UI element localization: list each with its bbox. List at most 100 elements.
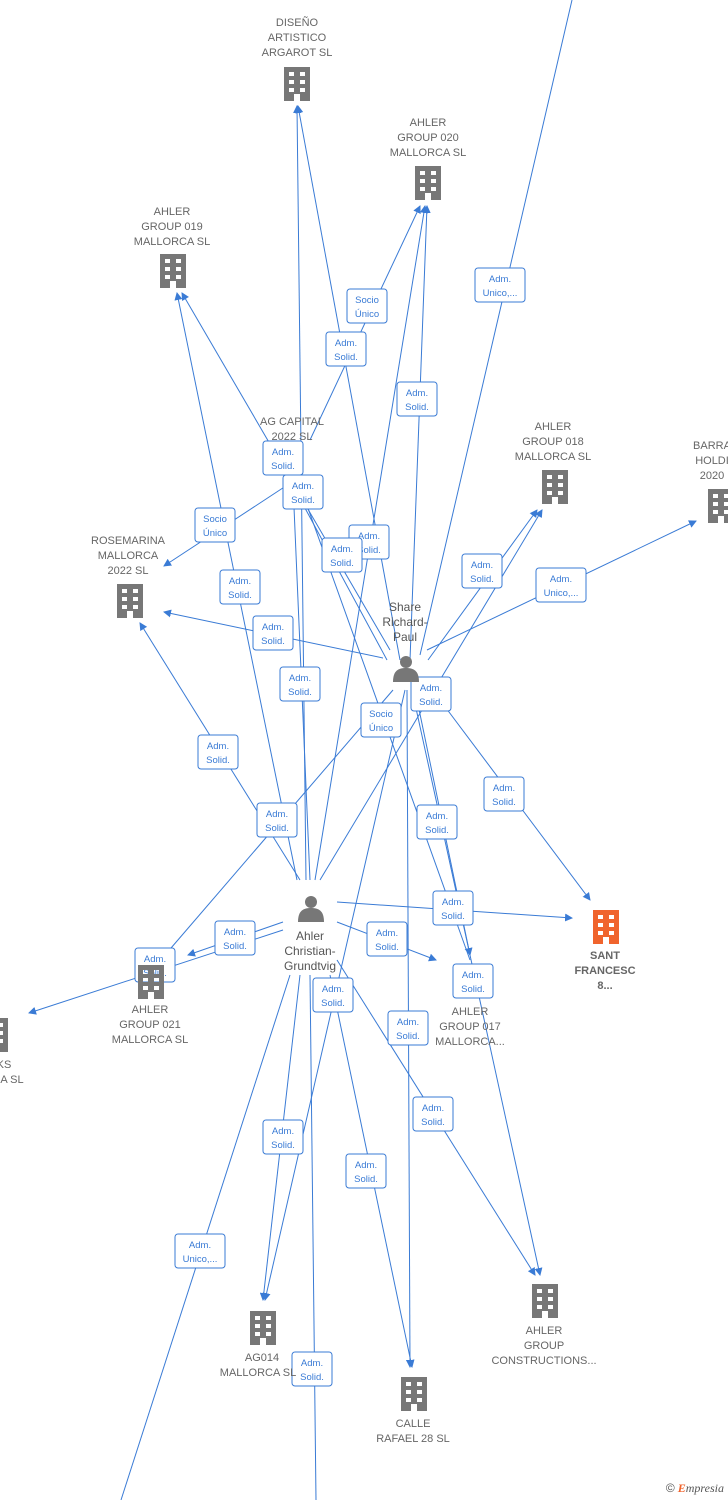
company-node-ks[interactable]: KS CA SL — [0, 1018, 24, 1086]
svg-text:Adm.: Adm. — [229, 576, 251, 587]
svg-text:Adm.: Adm. — [207, 741, 229, 752]
company-node-ahler-group-021[interactable]: AHLER GROUP 021 MALLORCA SL — [112, 965, 188, 1046]
svg-text:Solid.: Solid. — [405, 402, 429, 413]
company-node-ahler-group-constructions[interactable]: AHLER GROUP CONSTRUCTIONS... — [491, 1284, 597, 1367]
edge-label[interactable]: Adm.Solid. — [279, 666, 321, 702]
svg-text:Adm.: Adm. — [272, 447, 294, 458]
svg-text:Adm.: Adm. — [442, 897, 464, 908]
company-node-ahler-group-019[interactable]: AHLER GROUP 019 MALLORCA SL — [134, 206, 210, 288]
svg-text:Solid.: Solid. — [288, 687, 312, 698]
brand-initial: E — [677, 1481, 686, 1495]
svg-text:Unico,...: Unico,... — [544, 588, 579, 599]
svg-text:Paul: Paul — [393, 630, 417, 644]
edge-label[interactable]: Adm.Solid. — [291, 1351, 333, 1387]
person-node-share[interactable]: Share Richard- Paul — [382, 600, 428, 682]
svg-text:Solid.: Solid. — [441, 911, 465, 922]
svg-text:Solid.: Solid. — [419, 697, 443, 708]
company-node-ahler-group-018[interactable]: AHLER GROUP 018 MALLORCA SL — [515, 421, 591, 504]
svg-text:Socio: Socio — [369, 709, 393, 720]
svg-text:Solid.: Solid. — [223, 941, 247, 952]
edge-label[interactable]: Adm. Solid. — [262, 440, 304, 476]
svg-text:ROSEMARINA: ROSEMARINA — [91, 535, 166, 547]
edge-label[interactable]: Adm.Solid. — [325, 331, 367, 367]
edge-label[interactable]: Adm.Solid. — [262, 1119, 304, 1155]
company-node-sant-francesc[interactable]: SANT FRANCESC 8... — [574, 910, 636, 992]
edge-label[interactable]: Adm.Unico,... — [474, 267, 526, 303]
svg-text:Solid.: Solid. — [334, 352, 358, 363]
edge-label[interactable]: Adm.Solid. — [219, 569, 261, 605]
svg-text:GROUP 018: GROUP 018 — [522, 436, 584, 448]
company-node-rosemarina[interactable]: ROSEMARINA MALLORCA 2022 SL — [91, 535, 166, 618]
svg-text:ARTISTICO: ARTISTICO — [268, 32, 327, 44]
edge-label[interactable]: Adm.Solid. — [321, 537, 363, 573]
edge-label[interactable]: Adm.Solid. — [396, 381, 438, 417]
edge-label[interactable]: Adm.Solid. — [366, 921, 408, 957]
svg-text:Richard-: Richard- — [382, 615, 427, 629]
company-node-ag014[interactable]: AG014 MALLORCA SL — [220, 1311, 296, 1379]
svg-text:CONSTRUCTIONS...: CONSTRUCTIONS... — [491, 1355, 596, 1367]
edge-label[interactable]: Adm.Solid. — [461, 553, 503, 589]
edge-label[interactable]: Adm.Solid. — [214, 920, 256, 956]
person-node-ahler[interactable]: Ahler Christian- Grundtvig — [284, 896, 336, 973]
svg-text:Único: Único — [355, 309, 379, 320]
svg-text:GROUP 021: GROUP 021 — [119, 1019, 181, 1031]
company-node-ag-capital[interactable]: AG CAPITAL 2022 SL — [260, 416, 324, 443]
edge-label[interactable]: Adm.Solid. — [410, 676, 452, 712]
edge-label[interactable]: Adm.Unico,... — [535, 567, 587, 603]
edge-label[interactable]: Adm.Solid. — [387, 1010, 429, 1046]
svg-text:2020: 2020 — [700, 470, 724, 482]
company-node-diseno[interactable]: DISEÑO ARTISTICO ARGAROT SL — [262, 16, 333, 101]
company-node-ahler-group-017[interactable]: AHLER GROUP 017 MALLORCA... — [435, 1006, 505, 1048]
svg-text:MALLORCA: MALLORCA — [98, 550, 159, 562]
svg-text:AG014: AG014 — [245, 1352, 279, 1364]
building-icon — [284, 67, 310, 101]
svg-text:GROUP 020: GROUP 020 — [397, 132, 459, 144]
svg-text:Solid.: Solid. — [330, 558, 354, 569]
edge — [419, 0, 573, 656]
person-icon — [298, 896, 324, 922]
svg-text:Adm.: Adm. — [462, 970, 484, 981]
edge-label[interactable]: Adm. Solid. — [432, 890, 474, 926]
svg-text:2022 SL: 2022 SL — [108, 565, 149, 577]
svg-text:GROUP 019: GROUP 019 — [141, 221, 203, 233]
edge-label[interactable]: Adm.Solid. — [197, 734, 239, 770]
svg-text:KS: KS — [0, 1059, 11, 1071]
edge-label[interactable]: Adm.Solid. — [416, 804, 458, 840]
svg-text:AHLER: AHLER — [535, 421, 572, 433]
building-icon — [0, 1018, 8, 1052]
svg-text:Adm.: Adm. — [422, 1103, 444, 1114]
svg-text:Ahler: Ahler — [296, 929, 324, 943]
building-icon — [160, 254, 186, 288]
edge-label[interactable]: Adm.Solid. — [252, 615, 294, 651]
svg-text:CALLE: CALLE — [396, 1418, 431, 1430]
edge-label[interactable]: Adm.Solid. — [256, 802, 298, 838]
company-node-barra[interactable]: BARRA HOLDI 2020 — [693, 440, 728, 523]
edge-label[interactable]: Adm.Solid. — [312, 977, 354, 1013]
svg-text:CA SL: CA SL — [0, 1074, 24, 1086]
svg-text:AHLER: AHLER — [154, 206, 191, 218]
svg-text:Adm.: Adm. — [355, 1160, 377, 1171]
edge-label[interactable]: Adm.Solid. — [483, 776, 525, 812]
edge-label[interactable]: Adm.Solid. — [282, 474, 324, 510]
svg-text:Grundtvig: Grundtvig — [284, 959, 336, 973]
company-node-calle-rafael-28[interactable]: CALLE RAFAEL 28 SL — [376, 1377, 450, 1445]
building-icon — [593, 910, 619, 944]
edge-label[interactable]: Adm.Solid. — [345, 1153, 387, 1189]
edge-label[interactable]: Adm.Solid. — [452, 963, 494, 999]
svg-text:AHLER: AHLER — [526, 1325, 563, 1337]
svg-text:Solid.: Solid. — [357, 545, 381, 556]
building-icon — [708, 489, 728, 523]
svg-text:MALLORCA SL: MALLORCA SL — [220, 1367, 296, 1379]
edge — [409, 205, 431, 661]
company-node-ahler-group-020[interactable]: AHLER GROUP 020 MALLORCA SL — [390, 117, 466, 200]
svg-text:GROUP 017: GROUP 017 — [439, 1021, 501, 1033]
svg-text:Adm.: Adm. — [397, 1017, 419, 1028]
edge-label[interactable]: Adm.Solid. — [412, 1096, 454, 1132]
edge-label[interactable]: Adm.Unico,... — [174, 1233, 226, 1269]
svg-text:Solid.: Solid. — [271, 461, 295, 472]
